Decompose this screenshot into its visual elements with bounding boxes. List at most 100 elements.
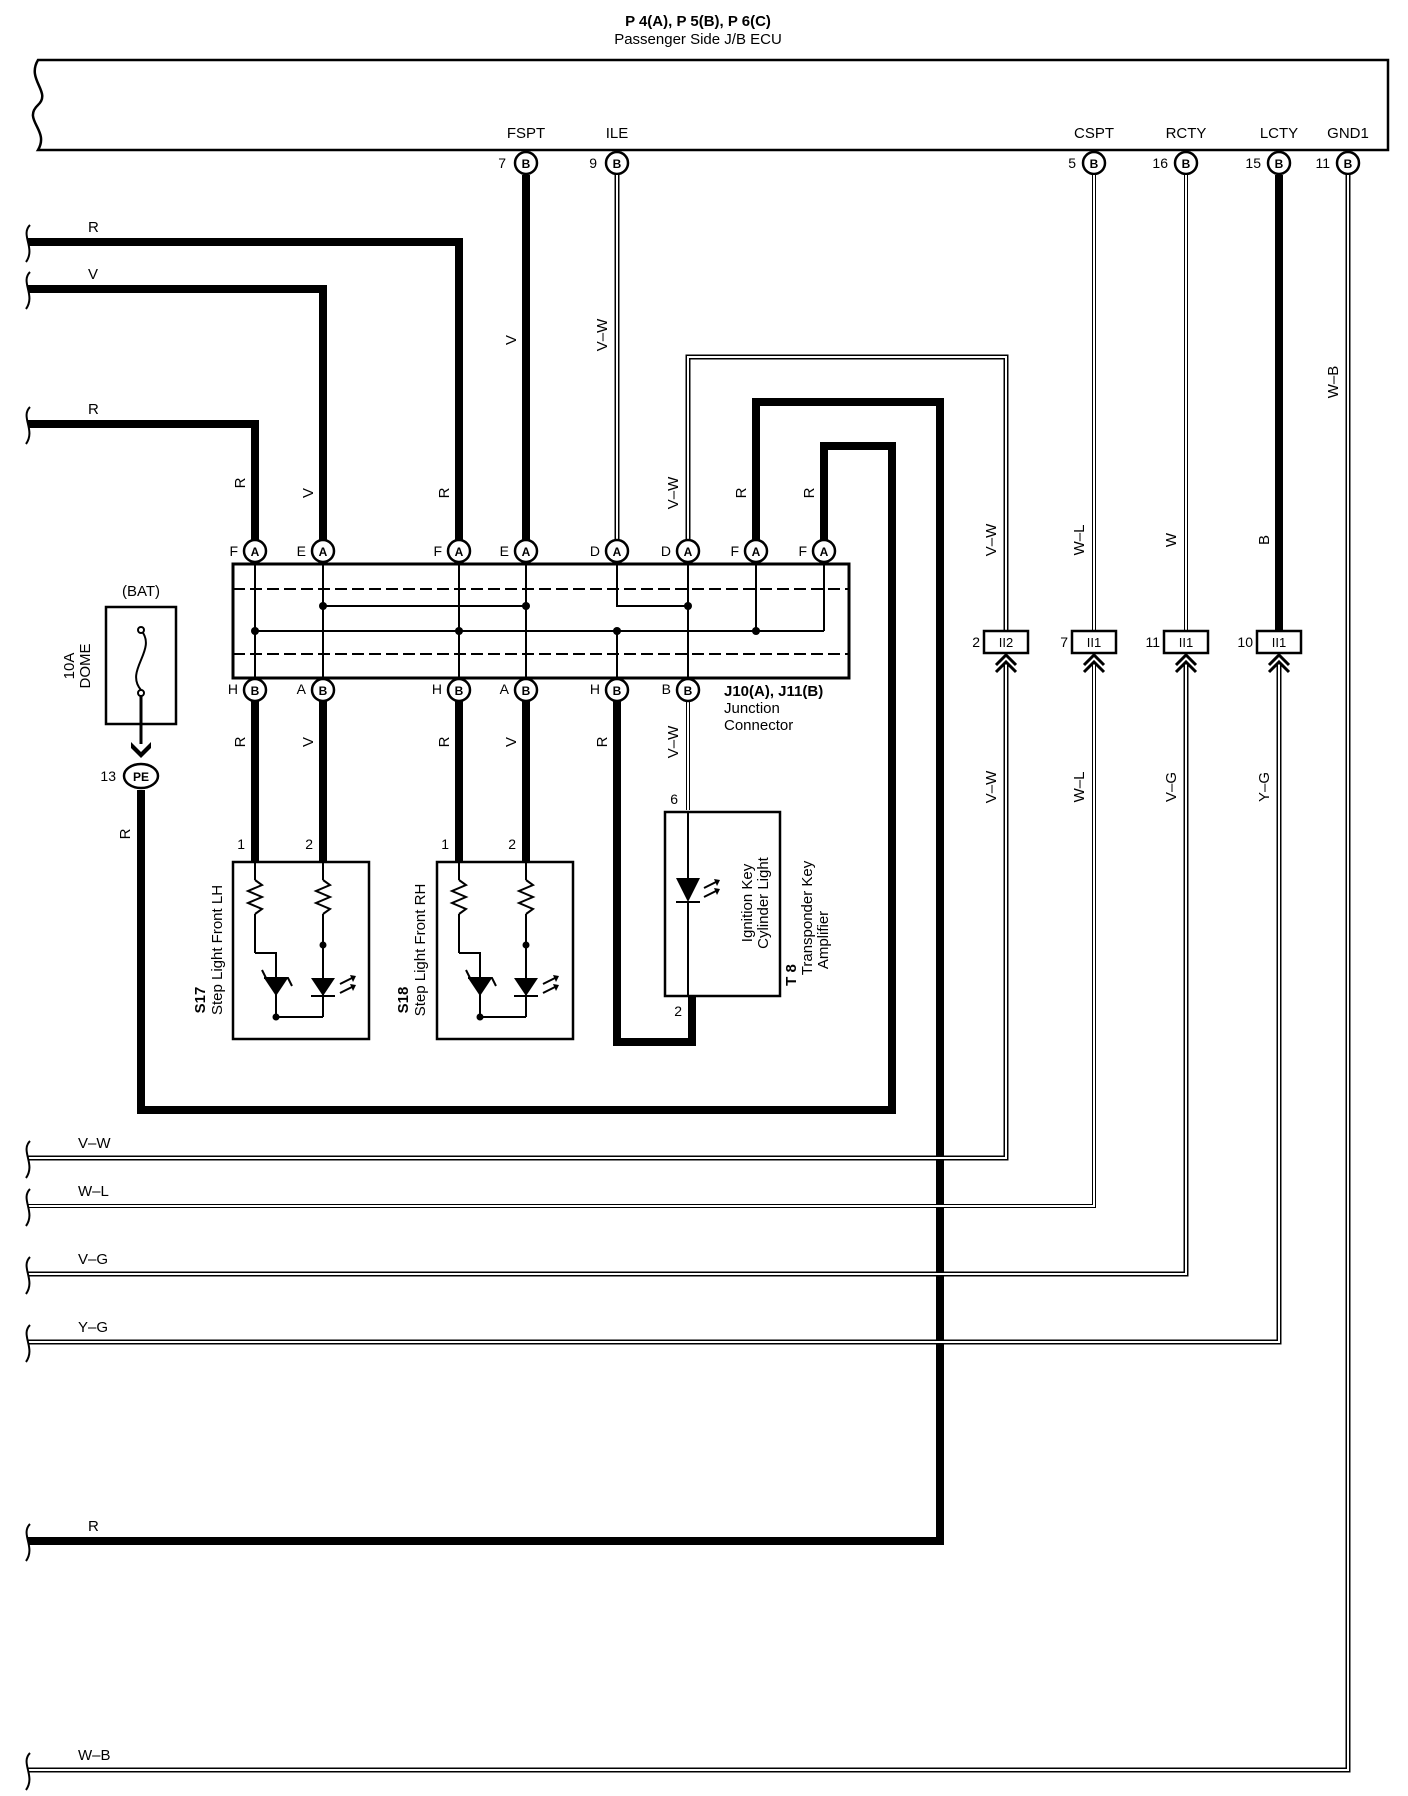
svg-text:A: A	[455, 545, 464, 559]
left-wire-label-8: R	[88, 1518, 99, 1535]
svg-text:Step Light Front RH: Step Light Front RH	[412, 884, 429, 1017]
svg-text:II2: II2	[999, 635, 1013, 650]
svg-text:A: A	[613, 545, 622, 559]
svg-text:2: 2	[508, 836, 516, 852]
ecu-terminal-gnd1: GND1 11 B	[1315, 125, 1369, 176]
svg-text:RCTY: RCTY	[1166, 125, 1207, 142]
jtop-wire-label-2: V	[300, 488, 317, 498]
wire-v-1	[28, 285, 327, 553]
wire-t8-ground	[613, 698, 696, 1046]
wire-label-loop: V–W	[983, 523, 1000, 556]
junction-title: J10(A), J11(B)	[724, 683, 823, 700]
svg-text:FSPT: FSPT	[507, 125, 545, 142]
svg-text:1: 1	[441, 836, 449, 852]
jbot-wire-label-2: V	[300, 737, 317, 747]
svg-text:CSPT: CSPT	[1074, 125, 1114, 142]
svg-text:A: A	[820, 545, 829, 559]
fuse-connector	[122, 762, 160, 790]
connector-ii1-c: 10 II1	[1237, 629, 1303, 674]
fuse-arrow-icon	[131, 742, 151, 758]
fuse-source: (BAT)	[122, 583, 160, 600]
svg-text:F: F	[229, 543, 238, 559]
svg-text:F: F	[730, 543, 739, 559]
wire-label-fspt: V	[503, 335, 520, 345]
svg-text:16: 16	[1152, 155, 1168, 171]
fuse-wire-label: R	[117, 828, 134, 839]
led-icon	[311, 978, 335, 996]
svg-text:2: 2	[972, 634, 980, 650]
svg-text:B: B	[662, 681, 671, 697]
ecu-terminal-cspt: CSPT 5 B	[1068, 125, 1114, 176]
jbot-wire-label-4: V	[503, 737, 520, 747]
svg-text:T 8: T 8	[783, 964, 800, 986]
jtop-wire-label-6: V–W	[665, 476, 682, 509]
ecu-terminal-rcty: RCTY 16 B	[1152, 125, 1207, 176]
svg-text:11: 11	[1145, 634, 1160, 650]
wire-label-ile: V–W	[594, 318, 611, 351]
wire-r-loop-bottom	[28, 398, 944, 1545]
svg-text:H: H	[590, 681, 600, 697]
wire-label-below-wl: W–L	[1071, 772, 1088, 803]
svg-text:PE: PE	[133, 770, 149, 784]
ecu-subtitle: Passenger Side J/B ECU	[614, 31, 782, 48]
svg-text:A: A	[297, 681, 307, 697]
svg-text:Transponder Key: Transponder Key	[799, 860, 816, 975]
svg-text:A: A	[500, 681, 510, 697]
svg-text:9: 9	[589, 155, 597, 171]
svg-text:11: 11	[1315, 155, 1330, 171]
connector-ii1-b: 11 II1	[1145, 629, 1210, 674]
svg-text:Step Light Front LH: Step Light Front LH	[209, 885, 226, 1015]
jbot-wire-label-1: R	[232, 736, 249, 747]
svg-text:B: B	[522, 157, 531, 171]
ecu-box	[31, 58, 1390, 152]
left-wire-label-2: V	[88, 266, 98, 283]
left-wire-label-1: R	[88, 219, 99, 236]
svg-text:A: A	[684, 545, 693, 559]
zener-diode-icon	[264, 978, 288, 996]
wire-label-wl: W–L	[1071, 525, 1088, 556]
svg-text:Ignition Key: Ignition Key	[739, 863, 756, 942]
left-wire-label-6: V–G	[78, 1251, 108, 1268]
jtop-wire-label-7: R	[733, 487, 750, 498]
wire-r-loop-fuse	[137, 442, 896, 1114]
wire-label-below-vw: V–W	[983, 770, 1000, 803]
svg-text:F: F	[433, 543, 442, 559]
svg-text:ILE: ILE	[606, 125, 629, 142]
junction-name-2: Connector	[724, 717, 793, 734]
left-wire-label-5: W–L	[78, 1183, 109, 1200]
svg-text:15: 15	[1245, 155, 1261, 171]
left-wire-label-7: Y–G	[78, 1319, 108, 1336]
ignition-led-icon	[676, 878, 700, 902]
jtop-wire-label-3: R	[436, 487, 453, 498]
svg-text:S17: S17	[192, 987, 209, 1014]
ecu-terminal-fspt: FSPT 7 B	[498, 125, 545, 176]
svg-text:1: 1	[237, 836, 245, 852]
svg-text:6: 6	[670, 791, 678, 807]
svg-text:B: B	[319, 684, 328, 698]
svg-text:B: B	[522, 684, 531, 698]
ecu-title: P 4(A), P 5(B), P 6(C)	[625, 13, 771, 30]
connector-ii1-a: 7 II1	[1060, 629, 1118, 674]
connector-ii2: 2 II2	[972, 629, 1030, 674]
svg-text:Amplifier: Amplifier	[815, 911, 832, 969]
fuse-pin: 13	[100, 768, 116, 784]
svg-text:LCTY: LCTY	[1260, 125, 1298, 142]
wire-break-marks	[25, 224, 31, 1791]
ecu-terminal-ile: ILE 9 B	[589, 125, 630, 176]
fuse-name: DOME	[77, 644, 94, 689]
svg-text:II1: II1	[1087, 635, 1101, 650]
svg-text:II1: II1	[1272, 635, 1286, 650]
svg-text:B: B	[684, 684, 693, 698]
svg-text:Cylinder Light: Cylinder Light	[755, 856, 772, 949]
svg-text:7: 7	[498, 155, 506, 171]
